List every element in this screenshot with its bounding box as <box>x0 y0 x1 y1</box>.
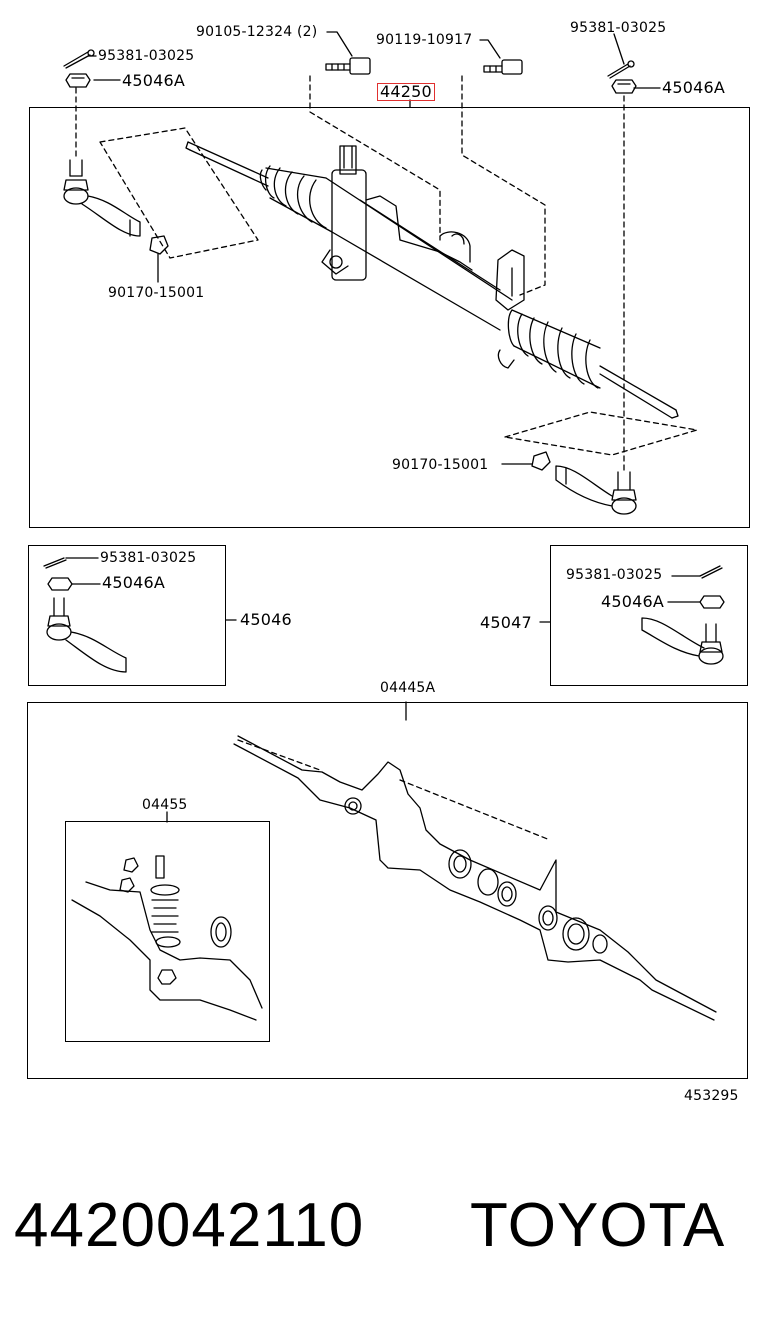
left-box-parts <box>43 557 237 673</box>
label-cotter-pin-left[interactable]: 95381-03025 <box>98 48 195 64</box>
label-bolt-90105[interactable]: 90105-12324 (2) <box>196 24 318 40</box>
label-nut-90170-right[interactable]: 90170-15001 <box>392 457 489 473</box>
footer-part-number: 4420042110 <box>14 1191 365 1260</box>
label-nut-45046a-right[interactable]: 45046A <box>662 78 726 97</box>
bolt-left-icon <box>325 57 371 75</box>
gasket-kit-frame <box>27 702 748 1079</box>
label-left-nut[interactable]: 45046A <box>102 573 166 592</box>
right-box-parts <box>539 565 725 665</box>
label-nut-90170-left[interactable]: 90170-15001 <box>108 285 205 301</box>
label-cotter-pin-right[interactable]: 95381-03025 <box>570 20 667 36</box>
label-part-04455[interactable]: 04455 <box>142 797 188 813</box>
cotter-pin-left-icon <box>63 49 95 69</box>
steering-rack-icon <box>185 141 679 419</box>
dashed-guides <box>75 75 698 841</box>
label-right-nut[interactable]: 45046A <box>601 592 665 611</box>
footer-brand: TOYOTA <box>470 1191 726 1260</box>
label-bolt-90119[interactable]: 90119-10917 <box>376 32 473 48</box>
gasket-kit-outline-icon <box>233 701 717 1021</box>
bolt-right-icon <box>483 59 523 75</box>
label-part-45046[interactable]: 45046 <box>240 610 292 629</box>
nut-90170-left-icon <box>149 235 169 283</box>
sub-kit-contents-icon <box>71 811 263 1021</box>
label-part-45047[interactable]: 45047 <box>480 613 532 632</box>
tie-rod-end-left-icon <box>63 159 141 237</box>
label-part-04445a[interactable]: 04445A <box>380 680 436 696</box>
label-right-cotter-pin[interactable]: 95381-03025 <box>566 567 663 583</box>
label-part-44250[interactable]: 44250 <box>377 83 435 101</box>
label-left-cotter-pin[interactable]: 95381-03025 <box>100 550 197 566</box>
nut-left-icon <box>65 73 91 88</box>
nut-90170-right-icon <box>501 451 551 471</box>
cotter-pin-right-icon <box>607 60 635 79</box>
main-assembly-frame <box>29 107 750 528</box>
diagram-reference-number: 453295 <box>684 1088 739 1104</box>
tie-rod-end-right-icon <box>555 465 637 515</box>
right-tie-rod-frame <box>550 545 748 686</box>
left-tie-rod-frame <box>28 545 226 686</box>
label-nut-45046a-left[interactable]: 45046A <box>122 71 186 90</box>
nut-right-icon <box>611 79 637 94</box>
leader-lines-top <box>87 31 661 108</box>
